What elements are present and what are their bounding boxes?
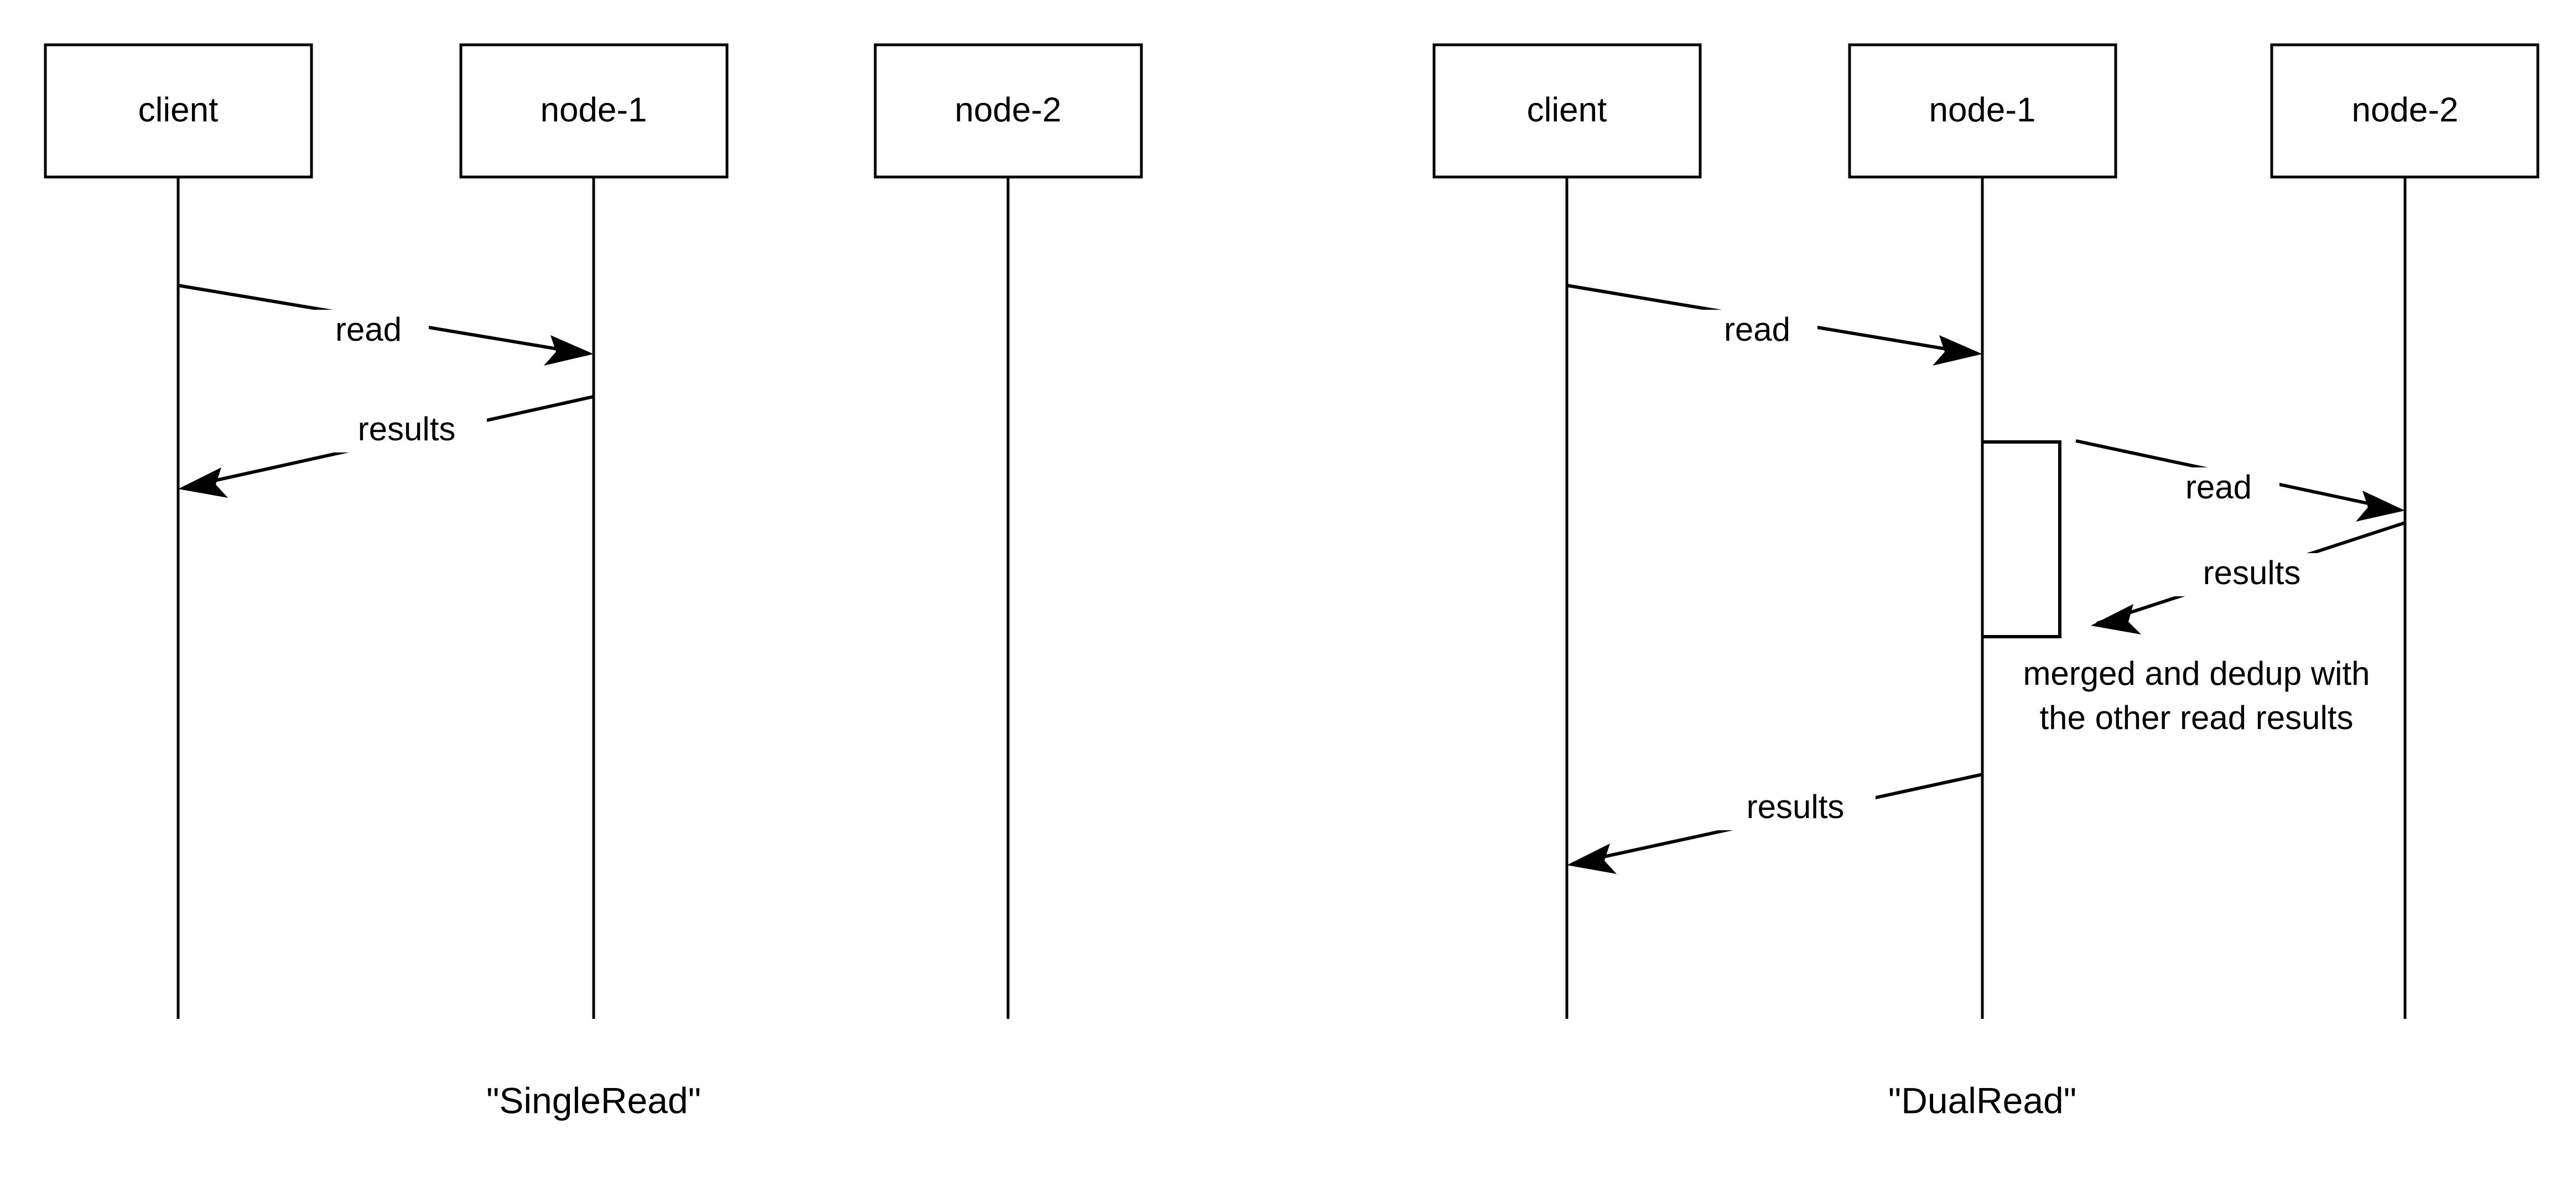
message-label-backdrop — [310, 310, 429, 353]
message-results-node-1-to-client[interactable]: results — [178, 395, 594, 498]
note-line-2: the other read results — [2040, 699, 2354, 736]
participant-client-single[interactable]: client — [44, 43, 313, 179]
activation-bracket-node-1 — [1982, 440, 2061, 638]
participant-label-node-2: node-2 — [2351, 91, 2458, 129]
participant-node-2-single[interactable]: node-2 — [874, 43, 1143, 179]
participant-box-client[interactable] — [1432, 43, 1702, 179]
message-label-results: results — [358, 410, 456, 447]
participant-node-1-single[interactable]: node-1 — [459, 43, 729, 179]
participant-label-client: client — [138, 91, 219, 129]
message-label-read: read — [1724, 311, 1790, 348]
message-label-results: results — [1747, 788, 1845, 825]
participant-box-node-2[interactable] — [874, 43, 1143, 179]
message-label-results: results — [2203, 554, 2301, 591]
message-read-client-to-node-1[interactable]: read — [178, 284, 594, 366]
arrow-head-left-icon — [1567, 844, 1617, 874]
message-results-node-1-to-client[interactable]: results — [1567, 773, 1983, 874]
participant-label-client: client — [1527, 91, 1607, 129]
participant-node-1-dual[interactable]: node-1 — [1848, 43, 2117, 179]
arrow-head-right-icon — [1933, 335, 1982, 366]
message-label-backdrop — [1715, 787, 1876, 830]
participant-label-node-1: node-1 — [1929, 91, 2035, 129]
panel-single-read: client node-1 node-2 read — [44, 43, 1143, 1121]
arrow-head-left-icon — [2091, 604, 2141, 634]
message-label-backdrop — [326, 409, 487, 452]
participant-label-node-2: node-2 — [954, 91, 1061, 129]
participant-box-client[interactable] — [44, 43, 313, 179]
participant-label-node-1: node-1 — [540, 91, 647, 129]
arrow-head-left-icon — [178, 467, 228, 498]
message-results-node-2-to-node-1[interactable]: results — [2091, 521, 2406, 634]
note-merged-dedup: merged and dedup with the other read res… — [2023, 655, 2370, 736]
message-label-read: read — [335, 311, 402, 348]
arrow-head-right-icon — [2356, 491, 2405, 522]
participant-client-dual[interactable]: client — [1432, 43, 1702, 179]
message-label-backdrop — [1699, 310, 1817, 353]
arrow-head-right-icon — [544, 335, 594, 366]
note-line-1: merged and dedup with — [2023, 655, 2370, 692]
message-read-node-1-to-node-2[interactable]: read — [2075, 439, 2405, 522]
panel-caption-single-read: "SingleRead" — [486, 1080, 701, 1121]
message-label-backdrop — [2172, 553, 2332, 596]
message-label-read: read — [2185, 469, 2252, 506]
participant-node-2-dual[interactable]: node-2 — [2270, 43, 2539, 179]
panel-dual-read: client node-1 node-2 read — [1432, 43, 2539, 1121]
participant-box-node-1[interactable] — [459, 43, 729, 179]
message-label-backdrop — [2160, 467, 2279, 511]
panel-caption-dual-read: "DualRead" — [1888, 1080, 2076, 1121]
message-read-client-to-node-1[interactable]: read — [1566, 284, 1982, 366]
